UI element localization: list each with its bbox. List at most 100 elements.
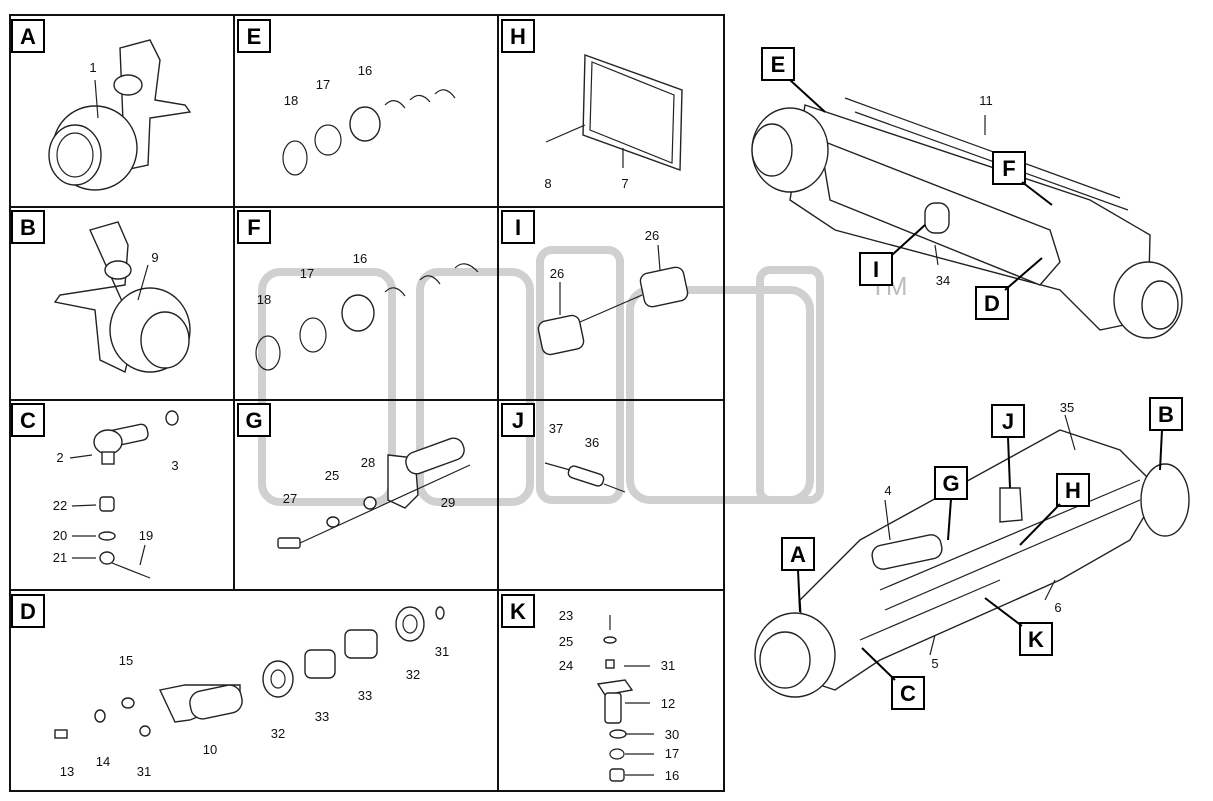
callout-36: 36 [585,435,599,450]
panel-h-plate [545,54,683,171]
panel-letter-boxes: A B C D E F G H I J K [11,19,535,628]
callout-19: 19 [139,528,153,543]
svg-text:B: B [1158,402,1174,427]
callout-13: 13 [60,764,74,779]
flag-c-bottom: C [861,647,925,710]
callout-15: 15 [119,653,133,668]
callout-21: 21 [53,550,67,565]
panel-e-bushings [282,89,456,176]
svg-text:H: H [510,24,526,49]
panel-c-letter: C [11,403,45,437]
callout-25g: 25 [325,468,339,483]
flag-d-top: D [975,257,1043,320]
callout-22: 22 [53,498,67,513]
svg-text:H: H [1065,478,1081,503]
callout-34: 34 [936,273,950,288]
callout-16k: 16 [665,768,679,783]
flag-b-bottom: B [1149,397,1183,471]
panel-j-pin [544,462,626,493]
callout-32b: 32 [406,667,420,682]
callout-10: 10 [203,742,217,757]
svg-text:A: A [20,24,36,49]
callout-5: 5 [931,656,938,671]
callout-32a: 32 [271,726,285,741]
svg-text:F: F [247,215,260,240]
flag-j-bottom: J [991,404,1025,489]
panel-g-letter: G [237,403,271,437]
callout-33a: 33 [315,709,329,724]
panel-e-letter: E [237,19,271,53]
callout-17k: 17 [665,746,679,761]
panel-k-pin-stack [596,615,654,782]
callout-1: 1 [89,60,96,75]
callout-35: 35 [1060,400,1074,415]
panel-j-letter: J [501,403,535,437]
callout-17f: 17 [300,266,314,281]
callout-31a: 31 [137,764,151,779]
panel-i-bushings [537,244,689,356]
callout-12: 12 [661,696,675,711]
callout-25k: 25 [559,634,573,649]
svg-text:I: I [873,257,879,282]
panel-f-bushings [255,263,479,371]
callout-26a: 26 [645,228,659,243]
callout-23: 23 [559,608,573,623]
callout-30: 30 [665,727,679,742]
svg-text:K: K [1028,627,1044,652]
callout-3: 3 [171,458,178,473]
flag-a-bottom: A [781,537,815,613]
callout-31k: 31 [661,658,675,673]
callout-2: 2 [56,450,63,465]
callout-16e: 16 [358,63,372,78]
panel-b-letter: B [11,210,45,244]
panel-grid [9,14,725,792]
callout-9: 9 [151,250,158,265]
svg-text:J: J [1002,409,1014,434]
callout-29: 29 [441,495,455,510]
svg-text:E: E [247,24,262,49]
panel-h-letter: H [501,19,535,53]
svg-text:D: D [984,291,1000,316]
flag-e-top: E [761,47,826,113]
axle-assembly-top [751,97,1183,339]
callout-4: 4 [884,483,891,498]
svg-text:C: C [20,408,36,433]
panel-g-pin [277,437,471,549]
svg-text:K: K [510,599,526,624]
svg-text:G: G [245,408,262,433]
svg-text:B: B [20,215,36,240]
callout-26b: 26 [550,266,564,281]
svg-text:D: D [20,599,36,624]
callout-20: 20 [53,528,67,543]
watermark-logo [258,246,824,506]
flag-k-bottom: K [984,597,1053,656]
callout-16f: 16 [353,251,367,266]
panel-a-letter: A [11,19,45,53]
panel-a-knuckle [48,39,192,191]
callout-6: 6 [1054,600,1061,615]
flag-i-top: I [859,224,926,286]
callout-27: 27 [283,491,297,506]
callout-28: 28 [361,455,375,470]
svg-text:J: J [512,408,524,433]
panel-d-pin-assembly [54,606,445,739]
flag-f-top: F [992,151,1053,206]
callout-18f: 18 [257,292,271,307]
svg-text:C: C [900,681,916,706]
panel-d-letter: D [11,594,45,628]
panel-b-knuckle [53,221,191,374]
svg-text:I: I [515,215,521,240]
panel-c-ball-joint [69,410,179,579]
panel-i-letter: I [501,210,535,244]
svg-text:F: F [1002,156,1015,181]
svg-text:G: G [942,471,959,496]
callout-11: 11 [979,93,993,108]
panel-f-letter: F [237,210,271,244]
svg-text:A: A [790,542,806,567]
svg-text:E: E [771,52,786,77]
callout-33b: 33 [358,688,372,703]
callout-7: 7 [621,176,628,191]
callout-14: 14 [96,754,110,769]
callout-8: 8 [544,176,551,191]
